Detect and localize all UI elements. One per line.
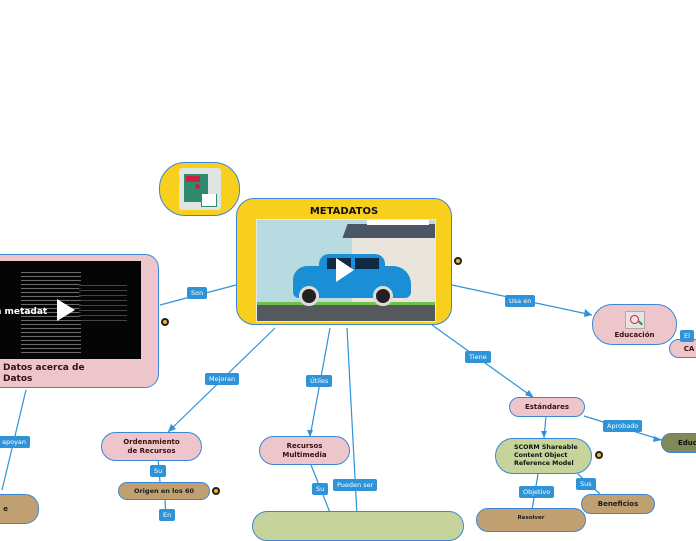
ordenamiento-node[interactable]: Ordenamiento de Recursos <box>101 432 202 461</box>
label-el[interactable]: El <box>680 330 694 342</box>
central-title: METADATOS <box>309 206 379 217</box>
estandares-label: Estándares <box>524 403 570 411</box>
origen-label: Origen en los 60 <box>133 487 195 495</box>
bottom-green-node[interactable] <box>252 511 464 541</box>
magnifier-icon <box>624 310 645 329</box>
label-en[interactable]: En <box>159 509 176 521</box>
origen-node[interactable]: Origen en los 60 <box>118 482 210 500</box>
label-objetivo[interactable]: Objetivo <box>519 486 555 498</box>
label-usa-en[interactable]: Usa en <box>505 295 536 307</box>
beneficios-label: Beneficios <box>597 500 639 508</box>
label-su-1[interactable]: Su <box>150 465 167 477</box>
video-caption: n metadat <box>0 307 48 317</box>
label-apoyan[interactable]: apoyan <box>0 436 31 448</box>
icon-node[interactable] <box>159 162 240 216</box>
resolver-node[interactable]: Resolver <box>476 508 586 532</box>
link-icon[interactable] <box>212 487 220 495</box>
scorm-label: SCORM Shareable Content Object Reference… <box>514 444 578 467</box>
left-bottom-label: e <box>3 505 8 513</box>
central-node[interactable]: METADATOS <box>236 198 452 325</box>
document-icon <box>178 168 221 210</box>
play-icon[interactable] <box>57 299 75 321</box>
link-icon[interactable] <box>161 318 169 326</box>
video-thumbnail[interactable] <box>256 219 436 322</box>
label-aprobado[interactable]: Aprobado <box>603 420 643 432</box>
link-icon[interactable] <box>454 257 462 265</box>
educ-right-node[interactable]: Educ <box>661 433 696 453</box>
estandares-node[interactable]: Estándares <box>509 397 585 417</box>
label-sus[interactable]: Sus <box>576 478 596 490</box>
recursos-node[interactable]: Recursos Multimedia <box>259 436 350 465</box>
link-icon[interactable] <box>595 451 603 459</box>
educ-right-label: Educ <box>678 439 696 447</box>
video-thumbnail-terminal[interactable]: n metadat <box>0 261 141 359</box>
label-son[interactable]: Son <box>187 287 208 299</box>
scorm-node[interactable]: SCORM Shareable Content Object Reference… <box>495 438 592 474</box>
educacion-node[interactable]: Educación <box>592 304 677 345</box>
play-icon[interactable] <box>336 258 354 282</box>
recursos-label: Recursos Multimedia <box>282 441 327 459</box>
label-tiene[interactable]: Tiene <box>465 351 491 363</box>
left-bottom-node[interactable]: e <box>0 494 39 524</box>
label-utiles[interactable]: Útiles <box>306 375 333 387</box>
resolver-label: Resolver <box>517 515 545 521</box>
label-su-2[interactable]: Su <box>312 483 329 495</box>
ordenamiento-label: Ordenamiento de Recursos <box>123 437 180 455</box>
beneficios-node[interactable]: Beneficios <box>581 494 655 514</box>
datos-node[interactable]: n metadat Datos acerca de Datos <box>0 254 159 388</box>
educacion-label: Educación <box>614 330 655 339</box>
datos-label: Datos acerca de Datos <box>3 363 85 384</box>
label-mejoran[interactable]: Mejoran <box>205 373 240 385</box>
label-pueden-ser[interactable]: Pueden ser <box>333 479 378 491</box>
ca-label: CA <box>683 344 695 353</box>
